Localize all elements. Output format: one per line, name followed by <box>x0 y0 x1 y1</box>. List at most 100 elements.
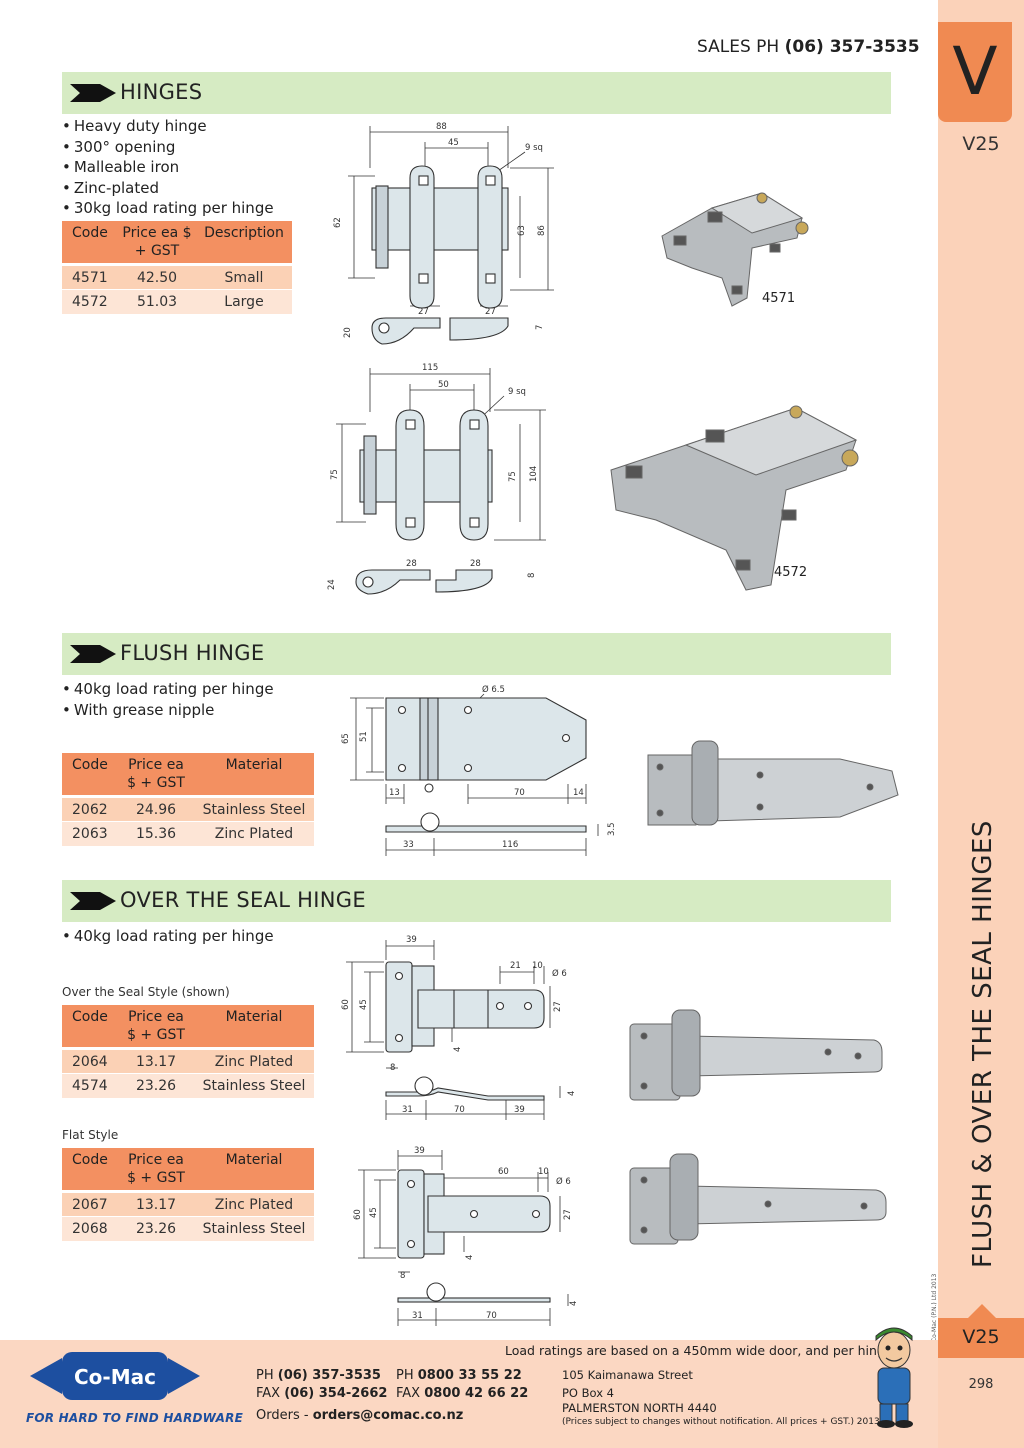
section-title: HINGES <box>120 80 203 104</box>
dim-label: 8 <box>527 573 537 578</box>
dim-label: 62 <box>333 217 343 228</box>
dim-label: 50 <box>438 380 449 390</box>
dim-label: Ø 6 <box>552 968 567 979</box>
address-line: PALMERSTON NORTH 4440 <box>562 1401 717 1415</box>
section-bar-flush-hinge: FLUSH HINGE <box>62 633 891 675</box>
cell-price: 23.26 <box>118 1073 194 1099</box>
dim-label: 4 <box>465 1255 475 1260</box>
dim-label: 116 <box>502 840 518 850</box>
section-tab-code: V25 <box>962 133 1000 155</box>
dim-label: 3.5 <box>607 822 617 836</box>
dim-label: 33 <box>403 840 414 850</box>
dim-label: 51 <box>359 731 369 742</box>
col-description: Description <box>196 221 292 266</box>
dim-label: Ø 6.5 <box>482 684 505 695</box>
dim-label: 60 <box>353 1209 363 1220</box>
flat-style-diagram: 39 60 10 Ø 6 60 45 27 4 8 31 70 4 <box>353 1146 579 1326</box>
dim-label: 39 <box>414 1146 425 1156</box>
dim-label: 70 <box>454 1105 465 1115</box>
dim-label: 27 <box>485 307 496 317</box>
cell-material: Stainless Steel <box>194 1073 314 1099</box>
dim-label: 10 <box>532 961 543 971</box>
flush-hinge-photo <box>647 740 899 826</box>
table-row: 2064 13.17 Zinc Plated <box>62 1048 314 1074</box>
copyright-note: © Co-Mac (P.N.) Ltd 2013 <box>931 1273 938 1350</box>
dim-label: 28 <box>406 559 417 569</box>
cell-price: 15.36 <box>118 821 194 847</box>
dim-label: 9 sq <box>508 387 526 397</box>
page-number: 298 <box>968 1377 994 1392</box>
hinges-bullets: Heavy duty hinge 300° opening Malleable … <box>62 116 274 219</box>
flush-bullets: 40kg load rating per hinge With grease n… <box>62 679 274 720</box>
flat-price-table: Code Price ea $ + GST Material 2067 13.1… <box>62 1148 314 1242</box>
col-code: Code <box>62 221 118 266</box>
dim-label: 104 <box>529 466 539 482</box>
hinge-4571-diagram: 88 45 9 sq 62 63 86 27 27 20 7 <box>333 122 554 345</box>
dim-label: 70 <box>486 1311 497 1321</box>
hinge-4572-photo <box>610 405 859 591</box>
value: (06) 354-2662 <box>284 1386 388 1401</box>
arrow-icon <box>70 892 116 910</box>
sales-number: (06) 357-3535 <box>784 37 920 57</box>
cell-material: Zinc Plated <box>194 1048 314 1074</box>
table-row: 4574 23.26 Stainless Steel <box>62 1073 314 1099</box>
dim-label: 60 <box>498 1167 509 1177</box>
disclaimer: (Prices subject to changes without notif… <box>562 1417 880 1427</box>
style-label: Over the Seal Style (shown) <box>62 985 230 999</box>
dim-label: 24 <box>327 579 337 590</box>
dim-label: 4 <box>567 1091 577 1096</box>
cell-price: 51.03 <box>118 289 196 315</box>
dim-label: 39 <box>406 935 417 945</box>
hinge-4571-photo <box>661 192 809 307</box>
sales-label: SALES PH <box>697 37 780 57</box>
sidebar <box>938 0 1024 1448</box>
dim-label: 7 <box>535 325 545 330</box>
arrow-icon <box>70 84 116 102</box>
logo-text: Co-Mac <box>74 1365 156 1389</box>
section-bar-hinges: HINGES <box>62 72 891 114</box>
ots-price-table: Code Price ea $ + GST Material 2064 13.1… <box>62 1005 314 1099</box>
cell-code: 2063 <box>62 821 118 847</box>
section-tab-letter: V <box>938 22 1012 122</box>
dim-label: 75 <box>330 469 340 480</box>
dim-label: 21 <box>510 961 521 971</box>
label: FAX <box>256 1386 281 1401</box>
dim-label: 39 <box>514 1105 525 1115</box>
cell-price: 24.96 <box>118 796 194 822</box>
bullet: Zinc-plated <box>62 178 274 199</box>
cell-code: 4571 <box>62 264 118 290</box>
style-label: Flat Style <box>62 1128 119 1142</box>
hinges-price-table: Code Price ea $ + GST Description 4571 4… <box>62 221 292 315</box>
orders-email[interactable]: orders@comac.co.nz <box>312 1408 464 1423</box>
bullet: 40kg load rating per hinge <box>62 926 274 947</box>
footer-fax: FAX (06) 354-2662 <box>256 1386 387 1401</box>
bullet: Malleable iron <box>62 157 274 178</box>
dim-label: 27 <box>418 307 429 317</box>
sales-phone: SALES PH (06) 357-3535 <box>697 37 920 57</box>
footer-freephone: PH 0800 33 55 22 <box>396 1368 522 1383</box>
col-code: Code <box>62 753 118 798</box>
table-row: 2063 15.36 Zinc Plated <box>62 821 314 847</box>
section-title: FLUSH HINGE <box>120 641 265 665</box>
dim-label: 10 <box>538 1167 549 1177</box>
value: 0800 42 66 22 <box>424 1386 529 1401</box>
cell-code: 2068 <box>62 1216 118 1242</box>
col-material: Material <box>194 1005 314 1050</box>
label: PH <box>256 1368 274 1383</box>
table-row: 4572 51.03 Large <box>62 289 292 315</box>
cell-price: 13.17 <box>118 1048 194 1074</box>
dim-label: 4 <box>569 1301 579 1306</box>
dim-label: 4 <box>453 1047 463 1052</box>
dim-label: 86 <box>537 225 547 236</box>
dim-label: 115 <box>422 363 438 373</box>
cell-code: 4574 <box>62 1073 118 1099</box>
footer-orders: Orders - orders@comac.co.nz <box>256 1408 463 1423</box>
col-code: Code <box>62 1005 118 1050</box>
dim-label: 63 <box>517 225 527 236</box>
col-material: Material <box>194 1148 314 1193</box>
vertical-section-title: FLUSH & OVER THE SEAL HINGES <box>968 820 998 1268</box>
dim-label: 8 <box>390 1063 395 1073</box>
col-material: Material <box>194 753 314 798</box>
label: FAX <box>396 1386 421 1401</box>
dim-label: 45 <box>448 138 459 148</box>
